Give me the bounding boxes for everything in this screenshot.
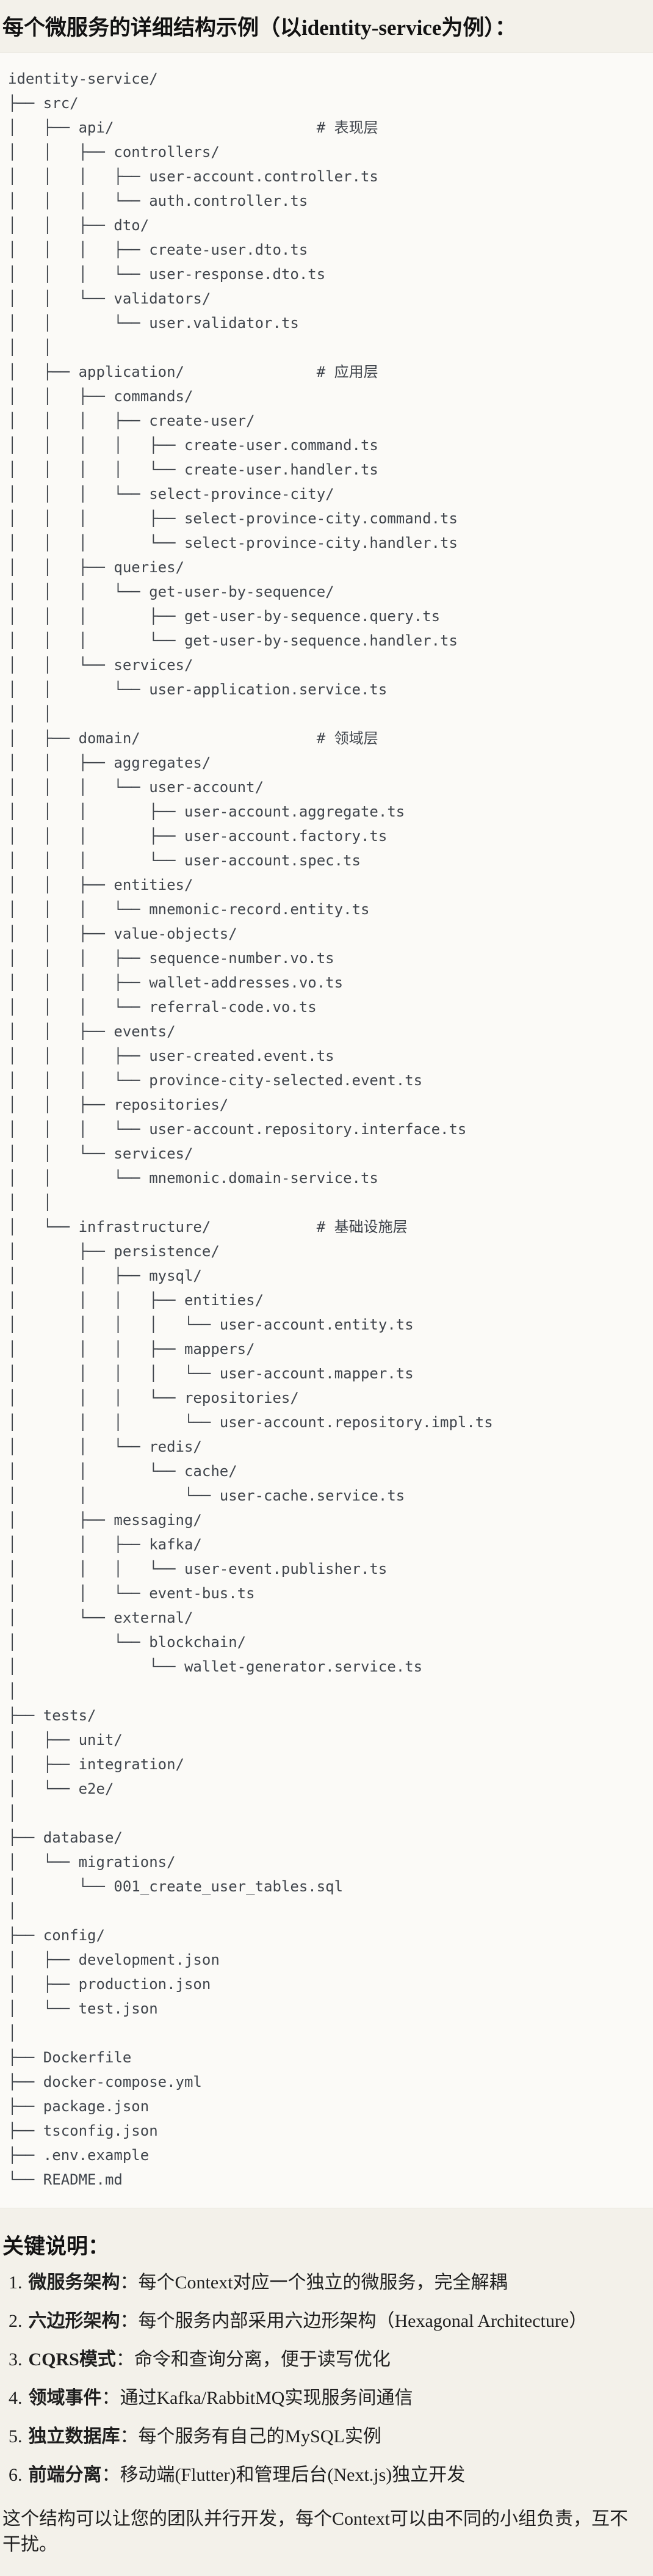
note-rest: ：每个Context对应一个独立的微服务，完全解耦 — [120, 2272, 508, 2293]
notes-section: 关键说明： 1. 微服务架构：每个Context对应一个独立的微服务，完全解耦 … — [0, 2229, 653, 2576]
note-term: 微服务架构 — [28, 2272, 120, 2293]
note-text: 领域事件：通过Kafka/RabbitMQ实现服务间通信 — [29, 2385, 413, 2411]
note-text: CQRS模式：命令和查询分离，便于读写优化 — [29, 2347, 391, 2373]
directory-tree: identity-service/ ├── src/ │ ├── api/ # … — [8, 70, 493, 2188]
note-number: 3. — [9, 2349, 23, 2370]
note-term: 六边形架构 — [28, 2310, 120, 2331]
code-block: identity-service/ ├── src/ │ ├── api/ # … — [0, 52, 653, 2208]
note-rest: ：通过Kafka/RabbitMQ实现服务间通信 — [101, 2387, 413, 2408]
closing-paragraph: 这个结构可以让您的团队并行开发，每个Context可以由不同的小组负责，互不干扰… — [2, 2508, 628, 2555]
note-text: 微服务架构：每个Context对应一个独立的微服务，完全解耦 — [29, 2270, 508, 2296]
note-number: 6. — [9, 2464, 23, 2485]
note-rest: ：每个服务有自己的MySQL实例 — [120, 2426, 381, 2447]
note-term: CQRS模式 — [28, 2349, 116, 2370]
note-text: 六边形架构：每个服务内部采用六边形架构（Hexagonal Architectu… — [29, 2309, 588, 2334]
note-rest: ：移动端(Flutter)和管理后台(Next.js)独立开发 — [101, 2464, 466, 2485]
note-item-domain-events: 4. 领域事件：通过Kafka/RabbitMQ实现服务间通信 — [9, 2385, 646, 2411]
notes-heading: 关键说明： — [2, 2234, 110, 2258]
note-item-frontend: 6. 前端分离：移动端(Flutter)和管理后台(Next.js)独立开发 — [9, 2462, 646, 2488]
notes-list: 1. 微服务架构：每个Context对应一个独立的微服务，完全解耦 2. 六边形… — [2, 2270, 646, 2488]
note-item-microservice: 1. 微服务架构：每个Context对应一个独立的微服务，完全解耦 — [9, 2270, 646, 2296]
note-item-cqrs: 3. CQRS模式：命令和查询分离，便于读写优化 — [9, 2347, 646, 2373]
note-text: 独立数据库：每个服务有自己的MySQL实例 — [29, 2424, 381, 2450]
page-title: 每个微服务的详细结构示例（以identity-service为例）： — [2, 16, 516, 40]
note-text: 前端分离：移动端(Flutter)和管理后台(Next.js)独立开发 — [29, 2462, 466, 2488]
note-number: 2. — [9, 2310, 23, 2331]
note-term: 前端分离 — [28, 2464, 102, 2485]
note-item-database: 5. 独立数据库：每个服务有自己的MySQL实例 — [9, 2424, 646, 2450]
note-rest: ：命令和查询分离，便于读写优化 — [115, 2349, 391, 2370]
note-term: 领域事件 — [28, 2387, 102, 2408]
note-item-hexagonal: 2. 六边形架构：每个服务内部采用六边形架构（Hexagonal Archite… — [9, 2309, 646, 2334]
note-term: 独立数据库 — [28, 2426, 120, 2447]
note-number: 1. — [9, 2272, 23, 2293]
note-rest: ：每个服务内部采用六边形架构（Hexagonal Architecture） — [120, 2310, 588, 2331]
note-number: 4. — [9, 2387, 23, 2408]
note-number: 5. — [9, 2426, 23, 2447]
